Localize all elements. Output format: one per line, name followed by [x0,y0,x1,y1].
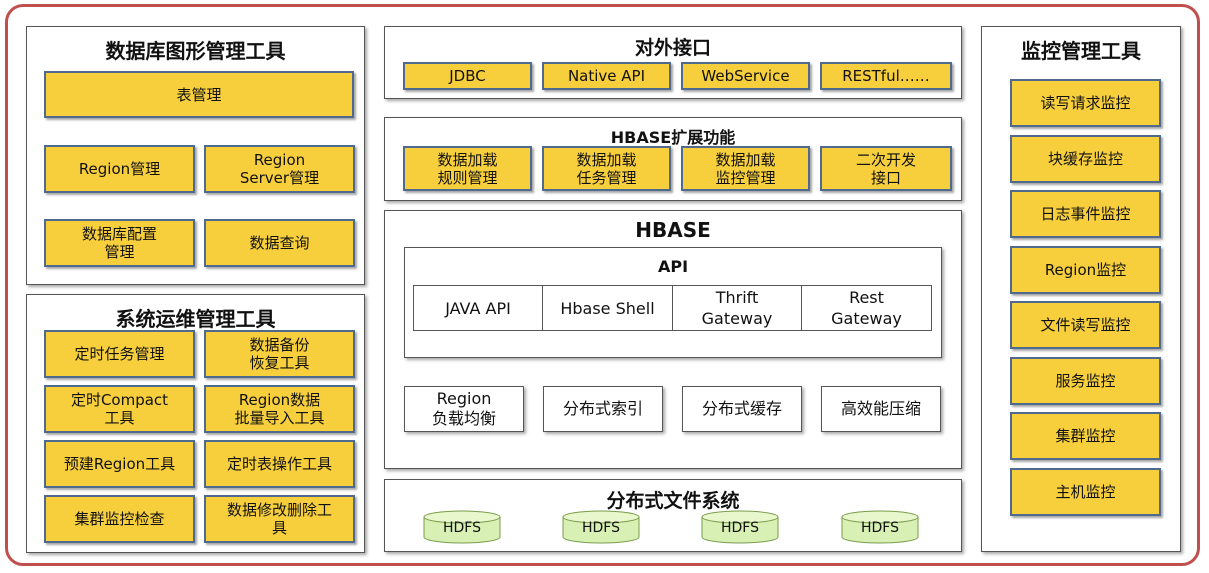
distributed-cache-box: 分布式缓存 [682,386,802,432]
region-bulk-import-box: Region数据 批量导入工具 [204,385,355,433]
hdfs-label: HDFS [720,520,759,536]
load-task-box: 数据加载 任务管理 [542,146,671,191]
hdfs-node-4: HDFS [841,510,919,544]
table-management-box: 表管理 [44,71,354,118]
dfs-title: 分布式文件系统 [606,490,740,512]
hdfs-label: HDFS [442,520,481,536]
scheduled-task-box: 定时任务管理 [44,330,195,378]
cylinder-icon [423,510,501,544]
hbase-extension-title: HBASE扩展功能 [610,128,736,147]
region-management-box: Region管理 [44,145,195,193]
hbase-shell-cell: Hbase Shell [542,285,673,331]
distributed-index-box: 分布式索引 [543,386,663,432]
monitor-title: 监控管理工具 [1021,39,1141,63]
cylinder-icon [562,510,640,544]
scheduled-compact-box: 定时Compact 工具 [44,385,195,433]
rw-request-monitor-box: 读写请求监控 [1010,79,1161,127]
cylinder-icon [701,510,779,544]
native-api-box: Native API [542,62,671,90]
restful-box: RESTful…… [820,62,952,90]
presplit-region-box: 预建Region工具 [44,440,195,488]
db-config-management-box: 数据库配置 管理 [44,219,195,267]
host-monitor-box: 主机监控 [1010,468,1161,516]
backup-restore-box: 数据备份 恢复工具 [204,330,355,378]
webservice-box: WebService [681,62,810,90]
outer-frame [5,4,1200,566]
high-compression-box: 高效能压缩 [821,386,941,432]
java-api-cell: JAVA API [413,285,543,331]
jdbc-box: JDBC [403,62,532,90]
db-management-title: 数据库图形管理工具 [105,39,286,63]
hdfs-node-1: HDFS [423,510,501,544]
log-event-monitor-box: 日志事件监控 [1010,190,1161,238]
api-title: API [657,257,689,276]
scheduled-table-op-box: 定时表操作工具 [204,440,355,488]
thrift-gateway-cell: Thrift Gateway [672,285,802,331]
hdfs-node-3: HDFS [701,510,779,544]
cluster-check-box: 集群监控检查 [44,495,195,543]
region-load-balance-box: Region 负载均衡 [404,386,524,432]
load-monitor-box: 数据加载 监控管理 [681,146,810,191]
load-rule-box: 数据加载 规则管理 [403,146,532,191]
ops-management-title: 系统运维管理工具 [115,307,276,331]
rest-gateway-cell: Rest Gateway [801,285,932,331]
hdfs-label: HDFS [581,520,620,536]
data-query-box: 数据查询 [204,219,355,267]
data-modify-delete-box: 数据修改删除工 具 [204,495,355,543]
hdfs-label: HDFS [860,520,899,536]
secondary-dev-box: 二次开发 接口 [820,146,952,191]
region-monitor-box: Region监控 [1010,246,1161,294]
service-monitor-box: 服务监控 [1010,357,1161,405]
cylinder-icon [841,510,919,544]
hdfs-node-2: HDFS [562,510,640,544]
region-server-management-box: Region Server管理 [204,145,355,193]
cluster-monitor-box: 集群监控 [1010,412,1161,460]
hbase-title: HBASE [635,218,711,242]
file-rw-monitor-box: 文件读写监控 [1010,301,1161,349]
block-cache-monitor-box: 块缓存监控 [1010,135,1161,183]
external-api-title: 对外接口 [634,37,711,59]
